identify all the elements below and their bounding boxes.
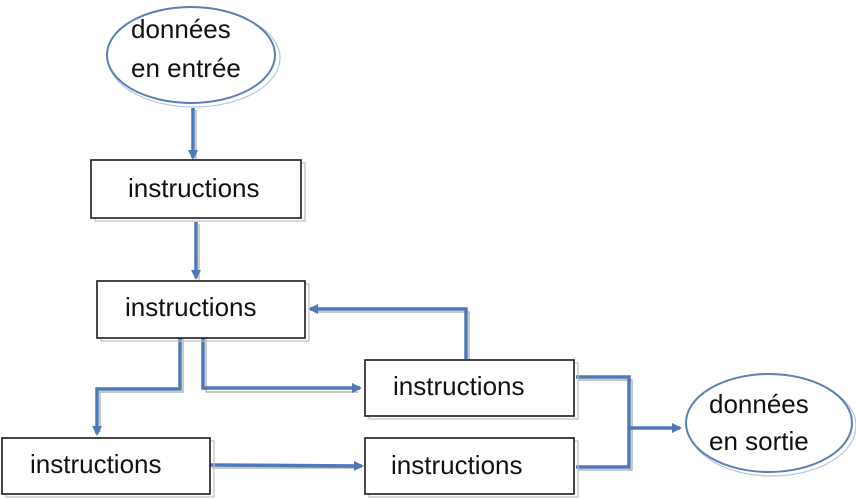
instructions-box-5-label: instructions — [391, 450, 523, 480]
output-data-node: données en sortie — [685, 373, 856, 477]
instructions-box-5: instructions — [364, 437, 579, 498]
instructions-box-1: instructions — [90, 159, 306, 222]
instructions-box-2: instructions — [96, 280, 310, 342]
output-data-line1: données — [709, 389, 809, 419]
connector-step2-to-step3 — [201, 337, 362, 393]
instructions-box-3: instructions — [364, 359, 579, 420]
instructions-box-3-label: instructions — [393, 371, 525, 401]
input-data-line2: en entrée — [131, 53, 241, 83]
connector-input-to-step1 — [188, 108, 198, 160]
input-data-node: données en entrée — [106, 6, 281, 108]
connector-step3-to-output — [576, 375, 633, 430]
connector-step1-to-step2 — [191, 222, 201, 280]
connector-step2-to-step4 — [92, 337, 184, 436]
connector-step3-to-step2-loop — [308, 304, 470, 360]
connector-step4-to-step5 — [209, 460, 364, 471]
instructions-box-4-label: instructions — [30, 449, 162, 479]
output-data-line2: en sortie — [709, 426, 809, 456]
input-data-line1: données — [131, 14, 231, 44]
instructions-box-4: instructions — [1, 437, 215, 498]
instructions-box-2-label: instructions — [125, 292, 257, 322]
connector-step5-to-output — [576, 423, 682, 471]
instructions-box-1-label: instructions — [128, 173, 260, 203]
